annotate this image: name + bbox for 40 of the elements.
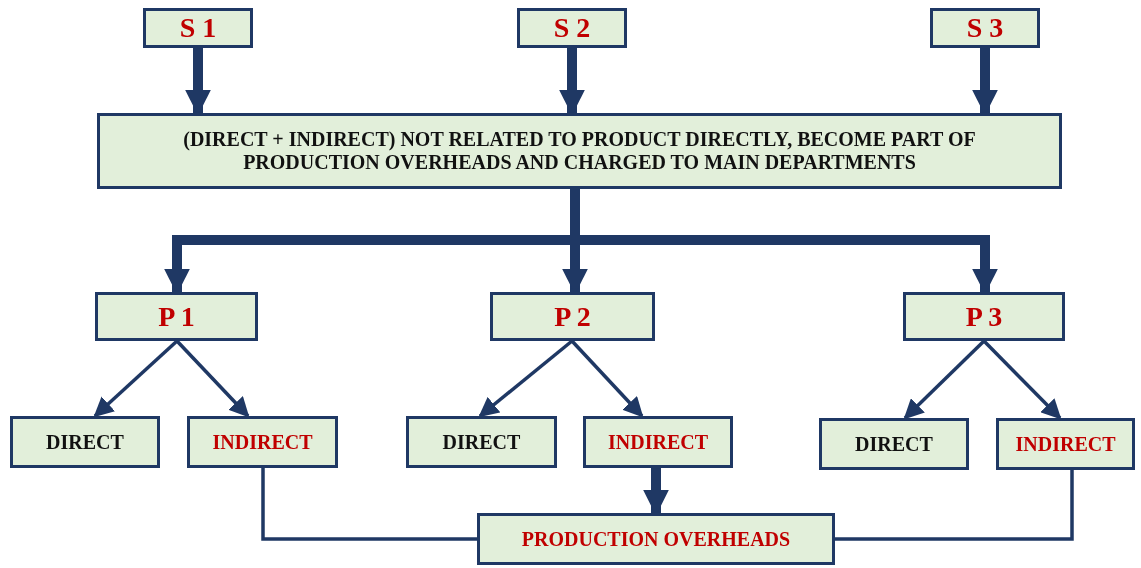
- box-label: DIRECT: [46, 430, 124, 454]
- box-label: P 3: [965, 300, 1003, 333]
- arrow: [185, 48, 211, 116]
- process-box: [517, 8, 627, 48]
- box-label: (DIRECT + INDIRECT) NOT RELATED TO PRODUCT DIRECTLY, BECOME PART OF PRODUCTION OVERHEADS AND CHARGED TO MAIN DEPARTMENTS: [182, 128, 977, 174]
- box-label: PRODUCTION OVERHEADS: [521, 527, 791, 551]
- arrow: [643, 468, 669, 516]
- process-box: [10, 416, 160, 468]
- box-label: DIRECT: [855, 432, 933, 456]
- box-label: INDIRECT: [608, 430, 708, 454]
- box-label: S 2: [553, 12, 591, 44]
- process-box: [187, 416, 338, 468]
- arrow: [972, 48, 998, 116]
- process-box: [583, 416, 733, 468]
- connector-line: [835, 470, 1074, 541]
- process-box: [490, 292, 655, 341]
- process-box: [406, 416, 557, 468]
- box-label: S 3: [966, 12, 1004, 44]
- arrow: [93, 339, 179, 418]
- arrow: [982, 339, 1062, 420]
- process-box: [143, 8, 253, 48]
- box-label: S 1: [179, 12, 217, 44]
- box-label: INDIRECT: [1015, 432, 1116, 456]
- arrow: [903, 339, 986, 420]
- connector-line: [261, 468, 477, 541]
- process-box: [903, 292, 1065, 341]
- process-box: [97, 113, 1062, 189]
- box-label: DIRECT: [442, 430, 521, 454]
- process-box: [95, 292, 258, 341]
- arrow: [175, 339, 250, 418]
- process-box: [477, 513, 835, 565]
- box-label: P 1: [158, 300, 195, 333]
- arrow: [570, 339, 644, 418]
- process-box: [930, 8, 1040, 48]
- box-label: P 2: [554, 300, 591, 333]
- process-box: [819, 418, 969, 470]
- arrow: [478, 339, 574, 418]
- box-label: INDIRECT: [212, 430, 313, 454]
- arrow: [559, 48, 585, 116]
- process-box: [996, 418, 1135, 470]
